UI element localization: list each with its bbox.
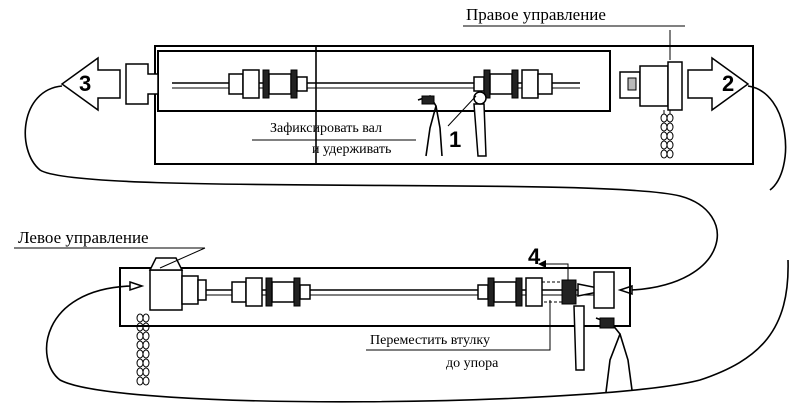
sleeve	[561, 279, 577, 305]
fix-shaft-label-line2: и удерживать	[312, 142, 392, 157]
sleeve-dashed	[541, 281, 563, 303]
top-pliers	[417, 95, 443, 157]
bottom-wrench	[573, 305, 585, 371]
top-outer-frame	[154, 45, 754, 165]
top-wrench	[473, 91, 487, 157]
loop-bottom	[45, 259, 789, 403]
step-number-4: 4	[528, 244, 541, 269]
top-right-coupling	[473, 69, 553, 99]
step-number-3: 3	[79, 71, 92, 96]
sleeve-arrow	[577, 283, 609, 297]
bottom-right-coupling	[477, 277, 543, 307]
bottom-right-cap	[593, 271, 615, 309]
loop-right-out	[747, 85, 787, 191]
bottom-assembly	[14, 247, 633, 393]
left-control-leader	[159, 247, 206, 269]
move-sleeve-label-line1: Переместить втулку	[370, 333, 490, 348]
top-assembly	[60, 25, 754, 165]
bottom-left-coupling	[231, 277, 311, 307]
step4-arrow	[546, 263, 569, 280]
bottom-left-control-unit	[136, 257, 207, 386]
bottom-outer-frame	[119, 267, 631, 327]
arrow-3	[60, 56, 121, 112]
step-number-2: 2	[722, 71, 735, 96]
top-left-coupling	[228, 69, 308, 99]
bottom-pliers	[595, 317, 633, 393]
arrow-2	[687, 56, 750, 112]
top-right-control-unit	[619, 61, 683, 159]
step1-leader	[447, 95, 477, 127]
step-number-1: 1	[449, 127, 462, 152]
fix-shaft-label-line1: Зафиксировать вал	[270, 121, 382, 136]
loop-top-to-bottom	[24, 85, 718, 291]
left-control-label: Левое управление	[18, 228, 149, 247]
move-sleeve-leader	[366, 300, 551, 351]
top-left-cap	[125, 63, 159, 105]
right-control-label: Правое управление	[466, 5, 606, 24]
move-sleeve-label-line2: до упора	[446, 356, 499, 371]
